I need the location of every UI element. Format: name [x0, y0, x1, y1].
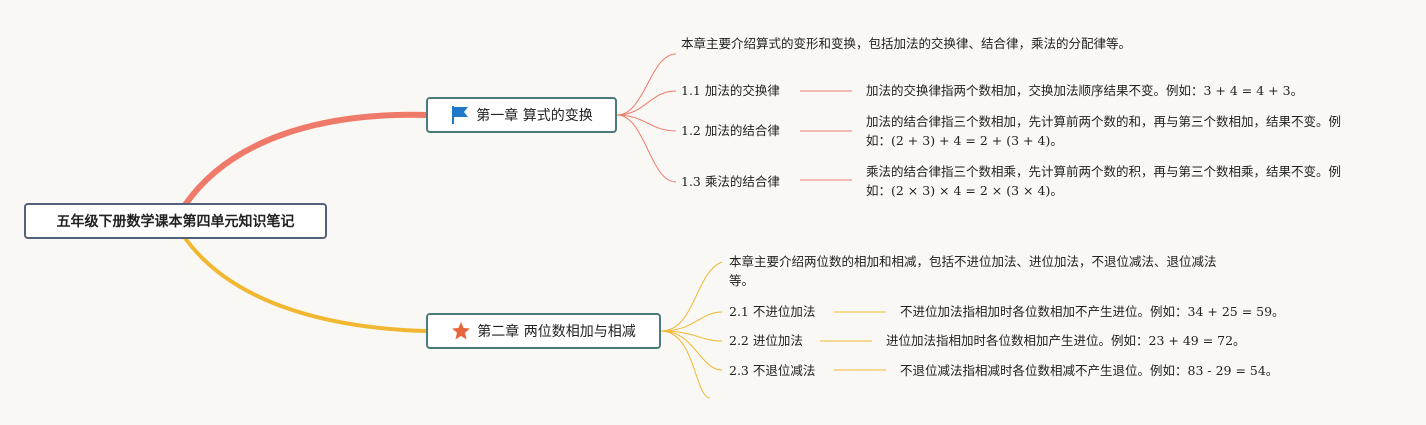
chapter-2-item-1-detail: 不进位加法指相加时各位数相加不产生进位。例如：34 + 25 = 59。	[900, 304, 1285, 319]
chapter-2-item-2-title[interactable]: 2.2 进位加法	[729, 333, 803, 348]
fan-lines-chapter-2	[660, 261, 886, 399]
fan-lines-chapter-1	[616, 53, 852, 183]
chapter-2-item-3-title[interactable]: 2.3 不退位减法	[729, 363, 816, 378]
chapter-2-intro: 本章主要介绍两位数的相加和相减，包括不进位加法、进位加法，不退位减法、退位减法等…	[729, 254, 1217, 288]
flag-icon	[450, 105, 470, 125]
chapter-1-title: 第一章 算式的变换	[476, 108, 593, 124]
chapter-1-item-2-title[interactable]: 1.2 加法的结合律	[681, 123, 780, 138]
root-node[interactable]: 五年级下册数学课本第四单元知识笔记	[24, 203, 327, 239]
chapter-1-item-3-title[interactable]: 1.3 乘法的结合律	[681, 174, 780, 189]
branch-line-chapter-2	[183, 236, 428, 333]
star-icon	[451, 321, 471, 341]
root-title: 五年级下册数学课本第四单元知识笔记	[56, 214, 295, 230]
chapter-1-item-2-detail: 加法的结合律指三个数相加，先计算前两个数的和，再与第三个数相加，结果不变。例如：…	[866, 114, 1342, 148]
chapter-1-node[interactable]: 第一章 算式的变换	[426, 97, 617, 133]
chapter-2-item-3-detail: 不退位减法指相减时各位数相减不产生退位。例如：83 - 29 = 54。	[900, 363, 1279, 378]
chapter-1-item-1-title[interactable]: 1.1 加法的交换律	[681, 83, 780, 98]
chapter-1-intro: 本章主要介绍算式的变形和变换，包括加法的交换律、结合律，乘法的分配律等。	[681, 36, 1132, 51]
chapter-2-item-2-detail: 进位加法指相加时各位数相加产生进位。例如：23 + 49 = 72。	[886, 333, 1246, 348]
branch-line-chapter-1	[182, 111, 429, 208]
chapter-2-node[interactable]: 第二章 两位数相加与相减	[426, 313, 661, 349]
chapter-1-item-1-detail: 加法的交换律指两个数相加，交换加法顺序结果不变。例如：3 + 4 = 4 + 3…	[866, 83, 1304, 98]
chapter-1-item-3-detail: 乘法的结合律指三个数相乘，先计算前两个数的积，再与第三个数相乘，结果不变。例如：…	[866, 164, 1342, 198]
chapter-2-item-1-title[interactable]: 2.1 不进位加法	[729, 304, 816, 319]
chapter-2-title: 第二章 两位数相加与相减	[477, 324, 636, 340]
